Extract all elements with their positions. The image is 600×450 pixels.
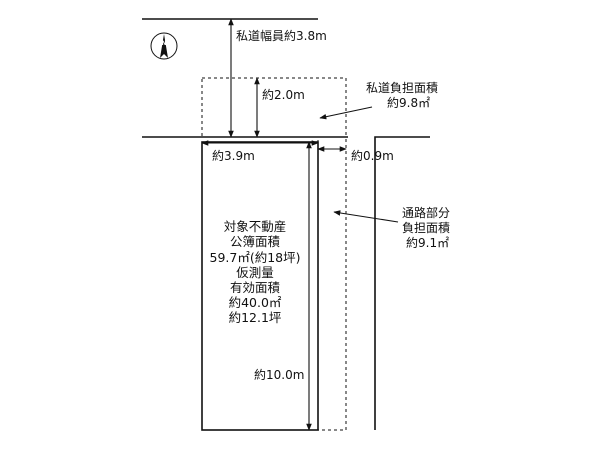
private-road-share-area <box>201 77 347 138</box>
passage-share-strip <box>317 136 347 431</box>
private-road-width-label: 私道幅員約3.8m <box>236 28 327 43</box>
lot-width-label: 約3.9m <box>212 148 255 163</box>
property-info-line: 約40.0㎡ <box>229 295 282 310</box>
adjacent-lot-outline <box>374 136 430 430</box>
property-info-line: 59.7㎡(約18坪) <box>210 250 301 265</box>
property-info-line: 公簿面積 <box>230 234 281 249</box>
private-road-depth-label: 約2.0m <box>262 87 305 102</box>
property-info-line: 仮測量 <box>236 265 274 280</box>
property-info-line: 有効面積 <box>230 280 281 295</box>
private-road-share-area: 約9.8㎡ <box>387 95 430 110</box>
property-info-line: 約12.1坪 <box>229 310 282 325</box>
passage-share-leader <box>333 210 399 223</box>
private-road-share-title: 私道負担面積 <box>366 80 438 95</box>
passage-width-label: 約0.9m <box>351 148 394 163</box>
compass-label: N <box>161 40 166 47</box>
passage-share-line2: 負担面積 <box>402 220 450 235</box>
passage-share-line1: 通路部分 <box>402 205 450 220</box>
north-compass-icon: N <box>150 32 178 60</box>
property-info-block: 対象不動産 公簿面積 59.7㎡(約18坪) 仮測量 有効面積 約40.0㎡ 約… <box>210 219 301 325</box>
passage-share-area: 約9.1㎡ <box>406 235 449 250</box>
property-info-line: 対象不動産 <box>224 219 287 234</box>
lot-length-label: 約10.0m <box>254 367 304 382</box>
private-road-share-leader <box>319 106 373 120</box>
